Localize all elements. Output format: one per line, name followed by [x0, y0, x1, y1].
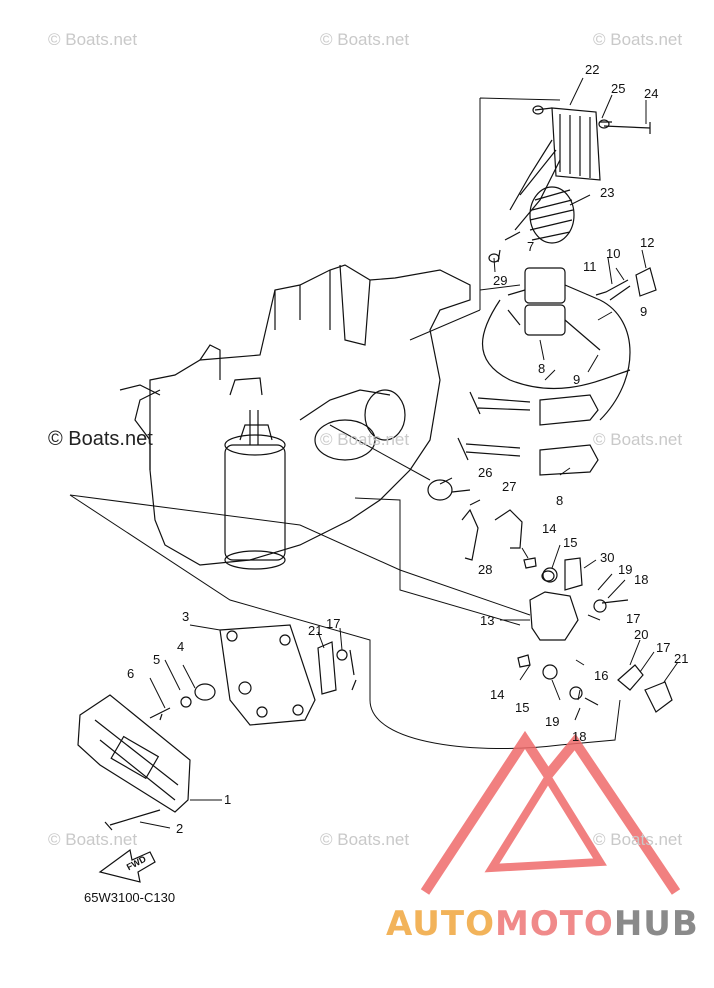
callout-22: 22	[585, 62, 600, 77]
callout-14b: 14	[490, 687, 505, 702]
callout-3: 3	[182, 609, 190, 624]
watermark-bottom-left: © Boats.net	[48, 830, 138, 849]
callout-8a: 8	[538, 361, 546, 376]
callout-12: 12	[640, 235, 655, 250]
watermark-top-left: © Boats.net	[48, 30, 138, 49]
callout-15a: 15	[563, 535, 578, 550]
watermark-top-right: © Boats.net	[593, 30, 683, 49]
callout-10: 10	[606, 246, 621, 261]
callout-17b: 17	[626, 611, 641, 626]
callout-21b: 21	[674, 651, 689, 666]
watermark-mid-left: © Boats.net	[48, 428, 153, 450]
watermark-mid-center: © Boats.net	[320, 430, 410, 449]
callout-25: 25	[611, 81, 626, 96]
callout-29: 29	[493, 273, 508, 288]
watermark-bottom-center: © Boats.net	[320, 830, 410, 849]
callout-9b: 9	[573, 372, 581, 387]
watermark-top-center: © Boats.net	[320, 30, 410, 49]
watermark-mid-right: © Boats.net	[593, 430, 683, 449]
callout-23: 23	[600, 185, 615, 200]
callout-18a: 18	[634, 572, 649, 587]
callout-4: 4	[177, 639, 185, 654]
callout-18b: 18	[572, 729, 587, 744]
brand-part-auto: AUTO	[386, 904, 495, 944]
callout-15b: 15	[515, 700, 530, 715]
callout-7: 7	[527, 239, 535, 254]
callout-13: 13	[480, 613, 495, 628]
callout-30: 30	[600, 550, 615, 565]
brand-logo-icon	[420, 730, 681, 895]
callout-6: 6	[127, 666, 135, 681]
callout-9a: 9	[640, 304, 648, 319]
callout-14a: 14	[542, 521, 557, 536]
brand-wordmark: AUTOMOTOHUB	[386, 904, 699, 944]
callout-2: 2	[176, 821, 184, 836]
callout-17a: 17	[326, 616, 341, 631]
callout-28: 28	[478, 562, 493, 577]
callout-11: 11	[583, 259, 597, 274]
callout-19b: 19	[545, 714, 560, 729]
callout-5: 5	[153, 652, 161, 667]
callout-1: 1	[224, 792, 232, 807]
brand-part-moto: MOTO	[494, 904, 614, 944]
callout-21a: 21	[308, 623, 323, 638]
callout-26: 26	[478, 465, 493, 480]
callout-20: 20	[634, 627, 649, 642]
callout-16: 16	[594, 668, 609, 683]
callout-27: 27	[502, 479, 517, 494]
watermark-bottom-right: © Boats.net	[593, 830, 683, 849]
callout-8b: 8	[556, 493, 564, 508]
brand-part-hub: HUB	[613, 904, 699, 944]
callout-19a: 19	[618, 562, 633, 577]
callout-17c: 17	[656, 640, 671, 655]
diagram-code: 65W3100-C130	[84, 890, 176, 905]
callout-24: 24	[644, 86, 659, 101]
